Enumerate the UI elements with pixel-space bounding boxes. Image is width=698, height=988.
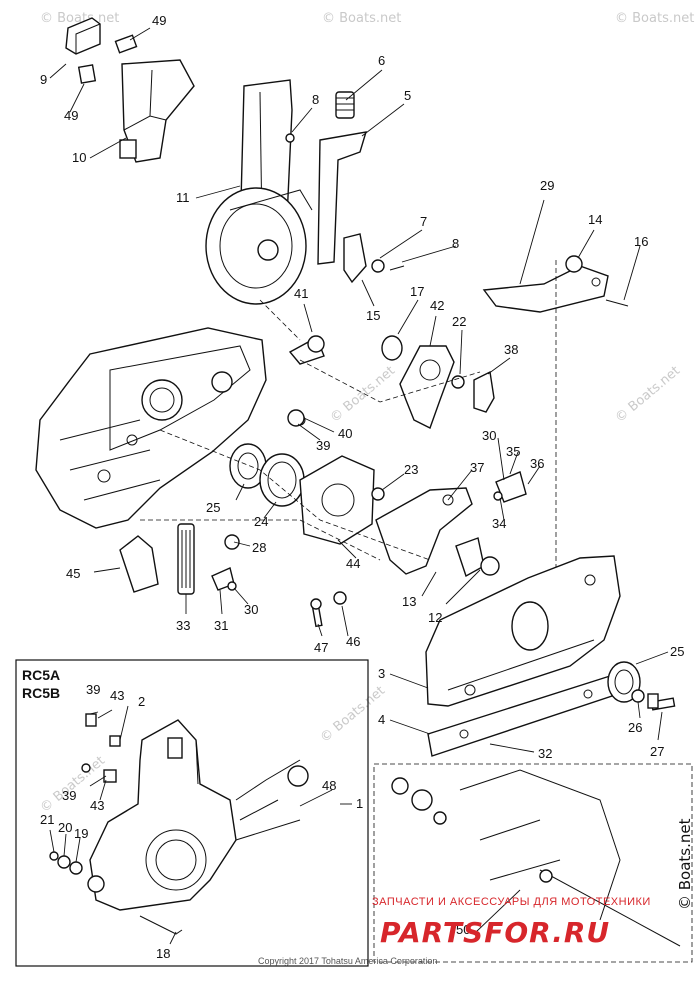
callout-40: 40	[338, 426, 352, 441]
callout-1: 1	[356, 796, 363, 811]
callout-30-right: 30	[482, 428, 496, 443]
copyright-text: Copyright 2017 Tohatsu America Corporati…	[258, 956, 437, 966]
inset-shaft-50	[391, 769, 681, 947]
part-11-lever	[205, 79, 313, 305]
variant-label-rc5b: RC5B	[22, 685, 60, 701]
callout-43-inset-top: 43	[110, 688, 124, 703]
callout-3: 3	[378, 666, 385, 681]
watermark-mid-center: © Boats.net	[328, 363, 398, 425]
callout-34: 34	[492, 516, 506, 531]
variant-label-rc5a: RC5A	[22, 667, 60, 683]
callout-36: 36	[530, 456, 544, 471]
callout-45: 45	[66, 566, 80, 581]
callout-42: 42	[430, 298, 444, 313]
callout-20: 20	[58, 820, 72, 835]
callout-4: 4	[378, 712, 385, 727]
callout-31: 31	[214, 618, 228, 633]
callout-22: 22	[452, 314, 466, 329]
callout-25-right: 25	[670, 644, 684, 659]
callout-27: 27	[650, 744, 664, 759]
callout-12: 12	[428, 610, 442, 625]
part-29-14-16-group	[482, 255, 629, 600]
callout-18: 18	[156, 946, 170, 961]
callout-29: 29	[540, 178, 554, 193]
callout-47: 47	[314, 640, 328, 655]
right-fasteners	[607, 661, 676, 711]
callout-30-left: 30	[244, 602, 258, 617]
callout-41: 41	[294, 286, 308, 301]
callout-38: 38	[504, 342, 518, 357]
callout-48: 48	[322, 778, 336, 793]
callout-43-inset-bottom: 43	[90, 798, 104, 813]
callout-49-bottom: 49	[64, 108, 78, 123]
inset-remote-control	[49, 713, 309, 935]
callouts: 49 9 49 10 11 6 5 8 7 8 15 29 14 16 41 1…	[22, 13, 684, 961]
callout-15: 15	[366, 308, 380, 323]
inset-frame-50	[373, 763, 693, 963]
housing-right-plates	[425, 555, 621, 757]
callout-23: 23	[404, 462, 418, 477]
callout-39-inset-bottom: 39	[62, 788, 76, 803]
bolts-47-46	[310, 591, 347, 628]
callout-7: 7	[420, 214, 427, 229]
assembly-guides	[140, 299, 481, 561]
callout-44: 44	[346, 556, 360, 571]
callout-39-mid: 39	[316, 438, 330, 453]
watermark-top-center: © Boats.net	[322, 11, 401, 26]
callout-24: 24	[254, 514, 268, 529]
inset-frame	[15, 659, 369, 967]
callout-8-mid: 8	[452, 236, 459, 251]
leader-lines	[49, 27, 669, 945]
callout-49-top: 49	[152, 13, 166, 28]
promo-logo-text: PARTSFOR.RU	[380, 916, 610, 949]
callout-39-inset-top: 39	[86, 682, 100, 697]
callout-11: 11	[176, 190, 190, 205]
watermark-mid-right: © Boats.net	[613, 363, 683, 425]
callout-6: 6	[378, 53, 385, 68]
small-parts-lower-left	[119, 523, 237, 595]
callout-13: 13	[402, 594, 416, 609]
watermark-top-right: © Boats.net	[615, 11, 694, 26]
callout-35: 35	[506, 444, 520, 459]
callout-17: 17	[410, 284, 424, 299]
callout-16: 16	[634, 234, 648, 249]
callout-14: 14	[588, 212, 602, 227]
callout-10: 10	[72, 150, 86, 165]
part-5-6-7-15-group	[285, 91, 405, 284]
callout-9: 9	[40, 72, 47, 87]
callout-28: 28	[252, 540, 266, 555]
callout-50: 50	[456, 922, 470, 937]
middle-stack	[287, 335, 495, 429]
callout-37: 37	[470, 460, 484, 475]
callout-33: 33	[176, 618, 190, 633]
callout-26: 26	[628, 720, 642, 735]
promo-subtitle: ЗАПЧАСТИ И АКСЕССУАРЫ ДЛЯ МОТОТЕХНИКИ	[372, 896, 651, 908]
callout-8-top: 8	[312, 92, 319, 107]
housing-left	[35, 327, 267, 529]
callout-21: 21	[40, 812, 54, 827]
callout-46: 46	[346, 634, 360, 649]
watermark-top-left: © Boats.net	[40, 11, 119, 26]
callout-5: 5	[404, 88, 411, 103]
watermark-side-right: © Boats.net	[676, 818, 694, 910]
callout-2: 2	[138, 694, 145, 709]
callout-25-left: 25	[206, 500, 220, 515]
callout-32: 32	[538, 746, 552, 761]
lower-middle-stack	[224, 443, 527, 578]
callout-19: 19	[74, 826, 88, 841]
